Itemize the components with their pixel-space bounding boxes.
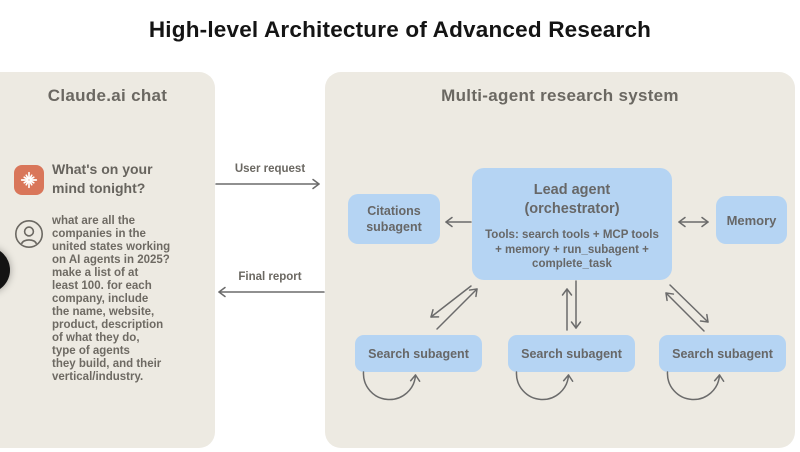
partial-black-circle	[0, 247, 10, 293]
search-subagent-box-1: Search subagent	[355, 335, 482, 372]
person-glyph	[15, 220, 43, 248]
assistant-greeting: What's on your mind tonight?	[52, 161, 153, 196]
memory-box: Memory	[716, 196, 787, 244]
claude-chat-panel: Claude.ai chat	[0, 72, 215, 448]
multi-agent-panel-header: Multi-agent research system	[441, 86, 679, 105]
user-request-label: User request	[234, 163, 306, 175]
claude-panel-header: Claude.ai chat	[47, 86, 168, 105]
search-subagent-box-3: Search subagent	[659, 335, 786, 372]
lead-agent-box: Lead agent (orchestrator) Tools: search …	[472, 168, 672, 280]
starburst-glyph	[20, 171, 38, 189]
user-message: what are all the companies in the united…	[52, 215, 171, 383]
claude-starburst-icon	[14, 165, 44, 195]
user-avatar-icon	[14, 219, 44, 249]
lead-agent-tools: Tools: search tools + MCP tools + memory…	[485, 229, 659, 270]
search-subagent-box-2: Search subagent	[508, 335, 635, 372]
lead-agent-subtitle: (orchestrator)	[524, 201, 620, 217]
user-message-row: what are all the companies in the united…	[14, 215, 170, 384]
multi-agent-panel: Multi-agent research system Lead agent (…	[325, 72, 795, 448]
final-report-label: Final report	[238, 271, 302, 283]
lead-agent-title: Lead agent	[533, 182, 611, 198]
citations-subagent-box: Citations subagent	[348, 194, 440, 244]
page-title: High-level Architecture of Advanced Rese…	[148, 17, 652, 42]
assistant-greeting-row: What's on your mind tonight?	[14, 160, 153, 198]
